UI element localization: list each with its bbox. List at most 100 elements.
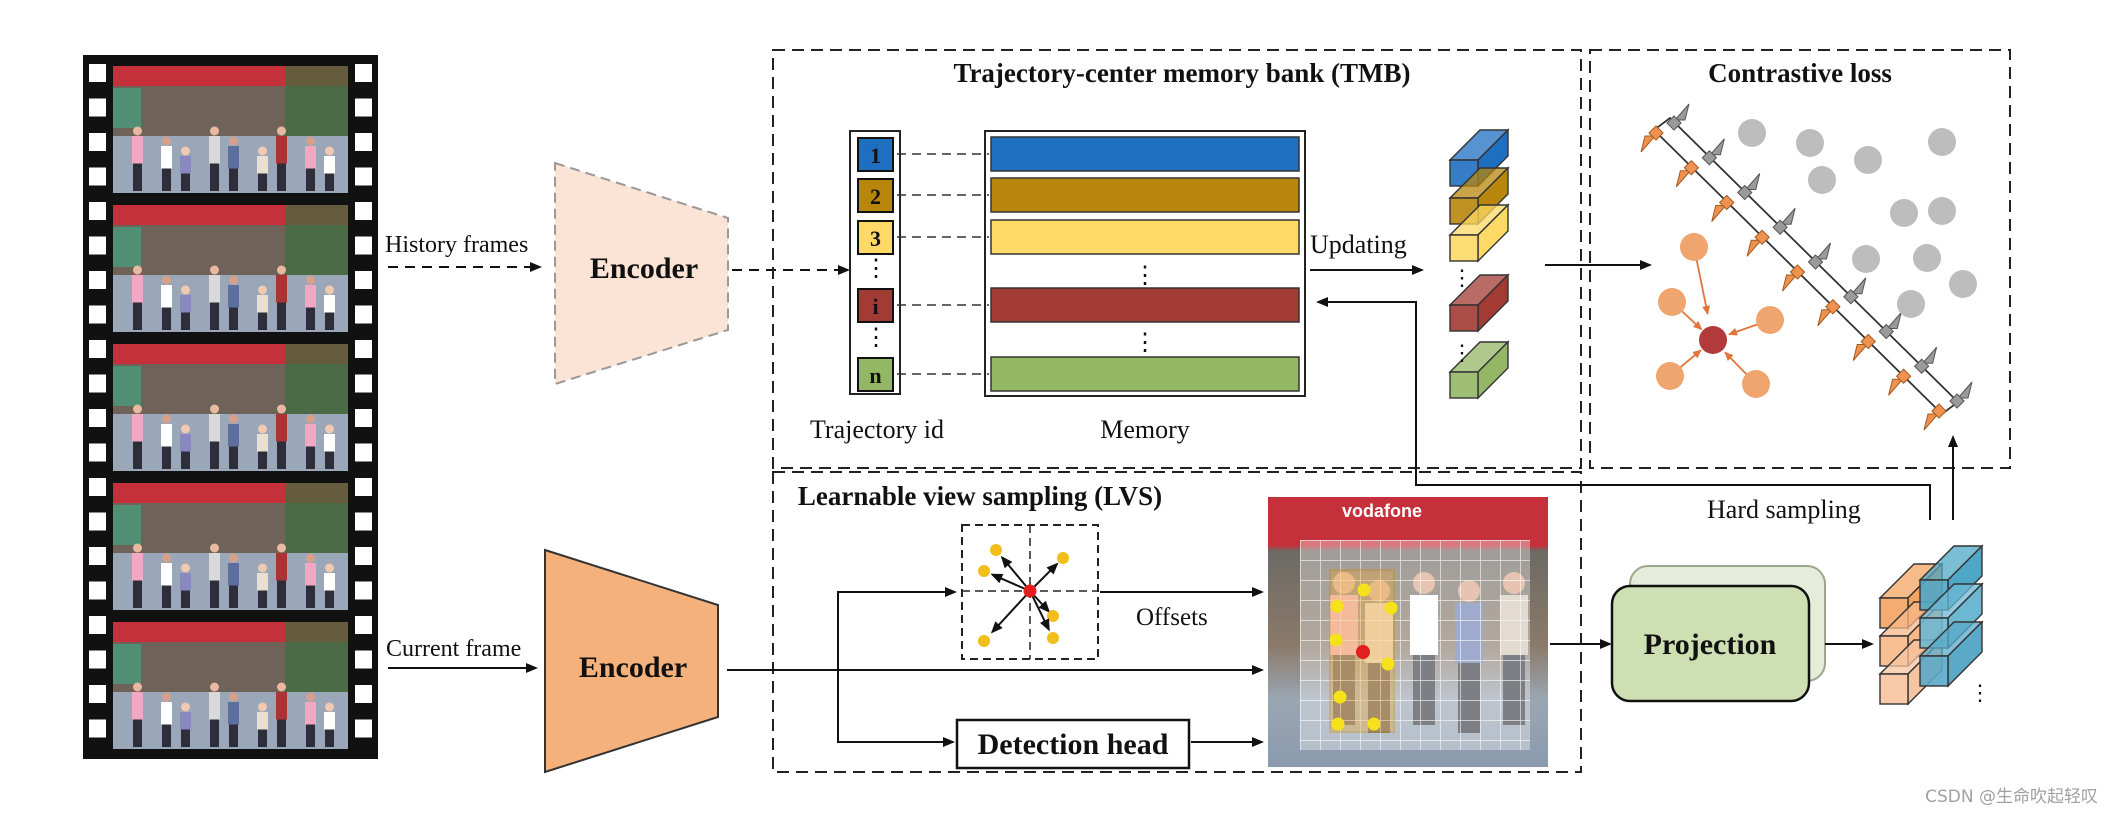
memory-caption: Memory [1100,415,1190,444]
lvs-region [772,471,1582,773]
projected-feature-cubes [1878,544,1984,706]
branch-to-offsets [837,587,957,668]
sprocket-hole [89,202,106,220]
sprocket-hole [355,133,372,151]
hard-sampling-arrow [1316,297,1931,520]
sprocket-hole [89,685,106,703]
push-arrow-orange [1711,194,1735,222]
push-arrow-orange [1675,159,1700,188]
watermark: CSDN @生命吹起轻叹 [1925,787,2098,807]
positive-sample [1742,370,1770,398]
offsets-sampling-points [978,544,1069,647]
sprocket-hole [355,547,372,565]
image-sign-text: vodafone [1342,501,1422,521]
sprocket-hole [355,478,372,496]
sprocket-hole [355,512,372,531]
sprocket-hole [355,616,372,634]
push-arrow-gray [1949,381,1973,409]
updating-label: Updating [1310,230,1407,259]
memory-feature-cube [1448,203,1510,263]
sprocket-hole [89,133,106,151]
sprocket-hole [89,512,106,531]
memory-bar [990,177,1300,213]
push-arrow-gray [1878,312,1902,340]
trajectory-id-caption: Trajectory id [810,415,944,444]
push-arrow-orange [1782,264,1806,292]
sampled-view-image: vodafone [1268,497,1548,767]
sprocket-hole [355,98,372,117]
lvs-title: Learnable view sampling (LVS) [798,481,1162,511]
push-arrow-gray [1772,207,1796,236]
sprocket-hole [355,581,372,600]
push-arrow-gray [1843,277,1867,305]
memory-bar [990,136,1300,172]
negative-sample [1928,128,1956,156]
memory-feature-cube [1448,340,1510,400]
trajectory-id-number: i [872,294,878,319]
contrastive-illustration [1640,103,1977,431]
detection-head-box [955,718,1191,770]
positive-sample [1756,306,1784,334]
image-reference-point [1356,645,1370,659]
contrastive-region [1589,49,2011,469]
tmb-region [772,49,1582,469]
sprocket-hole [89,409,106,427]
memory-bar [990,287,1300,323]
projected-ellipsis: ⋮ [1969,680,1991,705]
negative-sample [1913,244,1941,272]
push-arrow-gray [1736,173,1761,201]
sprocket-hole [89,374,106,393]
reference-point [1023,584,1037,598]
push-arrow-gray [1666,103,1690,131]
sampling-point [978,635,990,647]
sprocket-hole [89,616,106,634]
video-frame [113,483,348,610]
history-frames-label: History frames [385,232,528,258]
encoder-current-block [544,548,719,774]
decision-boundary [1652,116,1960,416]
negative-sample [1738,119,1766,147]
sampling-point [978,565,990,577]
negative-sample [1928,197,1956,225]
branch-to-detection [837,668,955,747]
image-sampling-point [1367,717,1381,731]
sampling-point [990,544,1002,556]
id-ellipsis-2: ⋮ [864,325,888,351]
sprocket-hole [355,650,372,669]
sprocket-hole [355,167,372,186]
encoder-current-label: Encoder [579,651,687,684]
sprocket-hole [355,719,372,738]
sprocket-hole [355,236,372,255]
sprocket-hole [89,271,106,289]
contrastive-title: Contrastive loss [1708,58,1892,88]
sprocket-hole [355,340,372,358]
projected-cube-blue [1918,620,1984,688]
tmb-title: Trajectory-center memory bank (TMB) [953,58,1410,88]
negative-sample [1852,245,1880,273]
hard-sampling-label: Hard sampling [1707,495,1861,524]
sprocket-hole [89,719,106,738]
image-sampling-point [1384,601,1398,615]
positive-sample [1680,233,1708,261]
video-frame [113,205,348,332]
image-sampling-point [1357,583,1371,597]
sprocket-hole [355,202,372,220]
negative-sample [1897,290,1925,318]
sprocket-hole [89,305,106,324]
negative-sample [1949,270,1977,298]
trajectory-id-box [857,288,894,323]
negative-sample [1854,146,1882,174]
id-memory-links [897,153,989,375]
image-sampling-point [1330,599,1344,613]
projection-box [1610,584,1811,703]
push-arrow-gray [1701,138,1725,166]
sampling-point [1047,632,1059,644]
cube-ellipsis-1: ⋮ [1451,265,1473,290]
memory-bars [990,136,1300,392]
memory-bar [990,356,1300,392]
offsets-label: Offsets [1136,604,1208,631]
memory-box [984,130,1306,397]
film-sprocket-holes [89,64,372,738]
